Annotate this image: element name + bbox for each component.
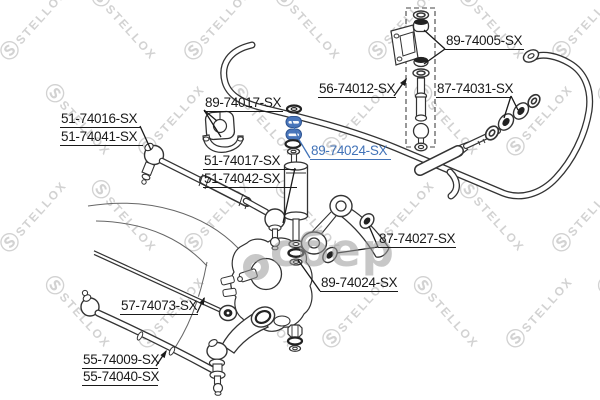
part-label-87-74031: 87-74031-SX <box>436 81 514 98</box>
leader-51-74042 <box>282 167 296 224</box>
part-label-51-74042: 51-74042-SX <box>203 171 297 188</box>
link-mounting-bracket <box>390 24 419 66</box>
control-arm-bushing <box>322 246 338 264</box>
part-label-57-74073: 57-74073-SX <box>120 298 198 315</box>
part-label-51-74016: 51-74016-SX <box>60 111 141 128</box>
stabilizer-bar-eye <box>522 49 540 63</box>
pitman-arm <box>206 306 276 361</box>
control-arm-eye <box>329 194 353 218</box>
shock-body <box>283 161 309 221</box>
leader-51-74041 <box>139 125 152 151</box>
tie-rod-assembly <box>141 142 286 251</box>
part-label-89-74017: 89-74017-SX <box>204 95 283 112</box>
outer-tie-rod-end <box>141 142 165 185</box>
part-label-89-74005: 89-74005-SX <box>445 33 524 50</box>
stabilizer-link-assembly <box>390 7 436 152</box>
stabilizer-bar <box>220 41 594 200</box>
drag-link-ball-stud <box>208 358 226 396</box>
leader-89-74024-top <box>291 120 311 159</box>
inner-tie-rod-end <box>264 208 286 251</box>
drag-link <box>80 289 226 396</box>
control-arm-eye <box>300 231 328 255</box>
part-label-89-74024: 89-74024-SX <box>320 275 398 292</box>
torsion-bar <box>414 93 541 176</box>
torsion-bar-bushing <box>497 113 515 131</box>
shock-lower-nut-stack <box>286 324 304 352</box>
torsion-bar-washer <box>484 125 500 141</box>
leader-89-74024-bottom <box>297 259 321 292</box>
control-arm-bushing <box>359 213 375 229</box>
part-label-51-74041: 51-74041-SX <box>60 129 143 146</box>
part-label-56-74012: 56-74012-SX <box>318 81 396 98</box>
leader-89-74005 <box>423 29 446 65</box>
part-label-89-74024-highlighted[interactable]: 89-74024-SX <box>310 143 391 160</box>
dashed-detail-box <box>405 7 436 148</box>
part-label-51-74017: 51-74017-SX <box>203 153 296 170</box>
strut-rod <box>92 249 238 322</box>
shock-bushing-highlighted <box>285 128 302 141</box>
leader-87-74031 <box>503 95 519 119</box>
part-label-55-74009: 55-74009-SX <box>82 352 160 369</box>
torsion-bar-washer <box>527 93 541 109</box>
stabilizer-bushing-clamp <box>202 110 244 153</box>
leader-arrowheads <box>160 78 407 359</box>
part-label-55-74040: 55-74040-SX <box>82 369 160 386</box>
part-label-87-74027: 87-74027-SX <box>378 231 456 248</box>
upper-control-arm <box>300 194 390 264</box>
leader-87-74027 <box>336 225 379 254</box>
